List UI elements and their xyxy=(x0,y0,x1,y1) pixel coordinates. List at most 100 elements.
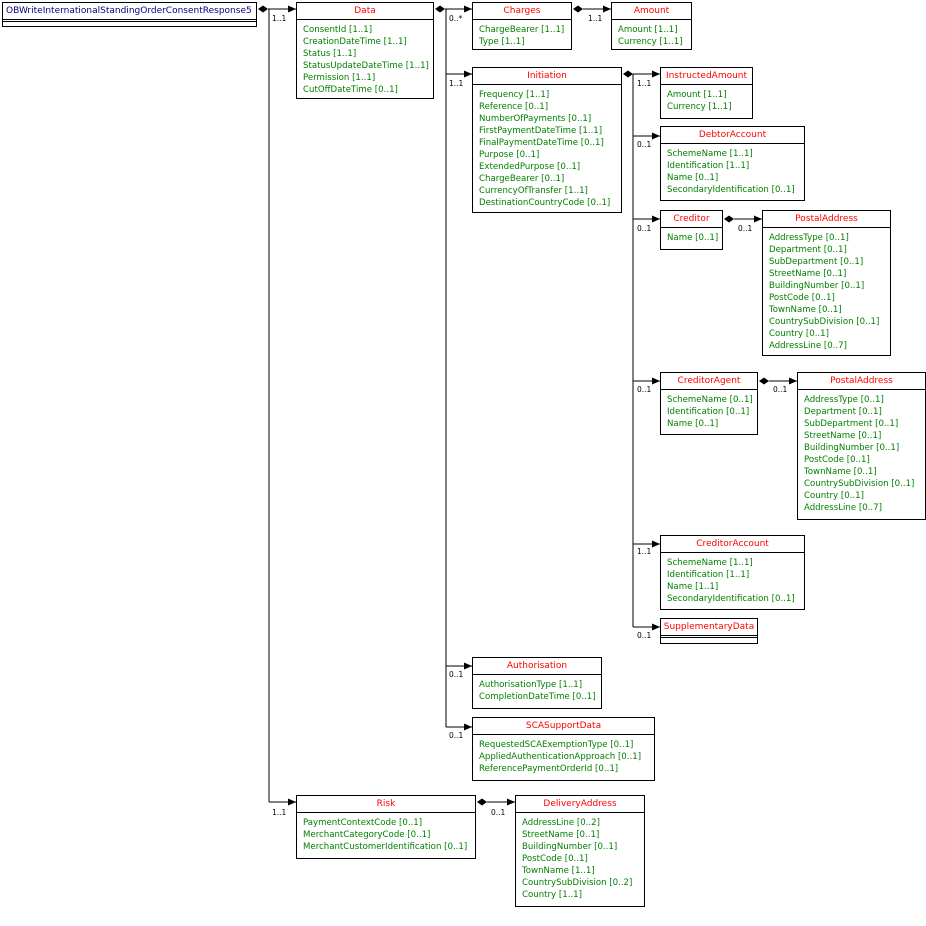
debtor-account-class-title: DebtorAccount xyxy=(661,127,804,144)
initiation-class-box[interactable]: Initiation Frequency [1..1] Reference [0… xyxy=(472,67,622,213)
risk-class-box[interactable]: Risk PaymentContextCode [0..1] MerchantC… xyxy=(296,795,476,859)
attribute: CountrySubDivision [0..1] xyxy=(769,317,880,327)
attribute: AddressLine [0..2] xyxy=(522,818,600,828)
attribute: Purpose [0..1] xyxy=(479,150,540,160)
attribute: AuthorisationType [1..1] xyxy=(479,680,583,690)
attribute: MerchantCustomerIdentification [0..1] xyxy=(303,842,468,852)
attribute: Type [1..1] xyxy=(479,37,525,47)
creditor-postal-address-class-box[interactable]: PostalAddress AddressType [0..1] Departm… xyxy=(762,210,891,356)
agent-postal-address-class-box[interactable]: PostalAddress AddressType [0..1] Departm… xyxy=(797,372,926,520)
data-class-box[interactable]: Data ConsentId [1..1] CreationDateTime [… xyxy=(296,2,434,99)
attribute: CountrySubDivision [0..2] xyxy=(522,878,633,888)
multiplicity-label: 1..1 xyxy=(449,79,464,88)
arrowhead xyxy=(652,377,660,385)
risk-class-title: Risk xyxy=(297,796,475,813)
creditor-account-class-box[interactable]: CreditorAccount SchemeName [1..1] Identi… xyxy=(660,535,805,610)
attribute: RequestedSCAExemptionType [0..1] xyxy=(479,740,634,750)
debtor-account-class-box[interactable]: DebtorAccount SchemeName [1..1] Identifi… xyxy=(660,126,805,201)
attribute: StreetName [0..1] xyxy=(522,830,600,840)
attribute: Identification [0..1] xyxy=(667,407,750,417)
creditor-agent-class-box[interactable]: CreditorAgent SchemeName [0..1] Identifi… xyxy=(660,372,758,435)
multiplicity-label: 1..1 xyxy=(272,808,287,817)
multiplicity-label: 0..1 xyxy=(773,385,788,394)
composition-diamond xyxy=(724,215,734,223)
attribute: Amount [1..1] xyxy=(667,90,727,100)
delivery-address-class-title: DeliveryAddress xyxy=(516,796,644,813)
attribute: SchemeName [0..1] xyxy=(667,395,753,405)
arrowhead xyxy=(603,5,611,13)
attribute: AddressType [0..1] xyxy=(804,395,884,405)
attribute: FinalPaymentDateTime [0..1] xyxy=(479,138,604,148)
attribute: AppliedAuthenticationApproach [0..1] xyxy=(479,752,642,762)
attribute: ChargeBearer [1..1] xyxy=(479,25,565,35)
creditor-agent-class-title: CreditorAgent xyxy=(661,373,757,390)
attribute: CutOffDateTime [0..1] xyxy=(303,85,398,95)
attribute: PostCode [0..1] xyxy=(769,293,835,303)
multiplicity-label: 1..1 xyxy=(637,79,652,88)
initiation-class-title: Initiation xyxy=(473,68,621,85)
attribute: DestinationCountryCode [0..1] xyxy=(479,198,611,208)
attribute: PaymentContextCode [0..1] xyxy=(303,818,423,828)
creditor-class-box[interactable]: Creditor Name [0..1] xyxy=(660,210,723,250)
attribute: Country [0..1] xyxy=(769,329,829,339)
arrowhead xyxy=(464,723,472,731)
attribute: Currency [1..1] xyxy=(618,37,683,47)
sca-support-data-class-title: SCASupportData xyxy=(473,718,654,735)
attribute: StatusUpdateDateTime [1..1] xyxy=(303,61,429,71)
multiplicity-label: 0..1 xyxy=(637,385,652,394)
authorisation-class-box[interactable]: Authorisation AuthorisationType [1..1] C… xyxy=(472,657,602,709)
attribute: CompletionDateTime [0..1] xyxy=(479,692,596,702)
attribute: Frequency [1..1] xyxy=(479,90,550,100)
amount-class-box[interactable]: Amount Amount [1..1] Currency [1..1] xyxy=(611,2,692,50)
authorisation-class-title: Authorisation xyxy=(473,658,601,675)
attribute: TownName [0..1] xyxy=(804,467,877,477)
attribute: SubDepartment [0..1] xyxy=(804,419,899,429)
arrowhead xyxy=(652,215,660,223)
supplementary-data-class-box[interactable]: SupplementaryData xyxy=(660,618,758,644)
multiplicity-label: 0..1 xyxy=(637,631,652,640)
attribute: Department [0..1] xyxy=(769,245,847,255)
attribute: NumberOfPayments [0..1] xyxy=(479,114,592,124)
attribute: Amount [1..1] xyxy=(618,25,678,35)
attribute: Reference [0..1] xyxy=(479,102,549,112)
attribute: Name [0..1] xyxy=(667,173,719,183)
attribute: AddressLine [0..7] xyxy=(804,503,882,513)
arrowhead xyxy=(652,540,660,548)
multiplicity-label: 0..1 xyxy=(637,224,652,233)
attribute: Permission [1..1] xyxy=(303,73,376,83)
attribute: ChargeBearer [0..1] xyxy=(479,174,565,184)
arrowhead xyxy=(789,377,797,385)
attribute: BuildingNumber [0..1] xyxy=(522,842,618,852)
charges-class-box[interactable]: Charges ChargeBearer [1..1] Type [1..1] xyxy=(472,2,572,50)
multiplicity-label: 0..* xyxy=(449,14,463,23)
attribute: MerchantCategoryCode [0..1] xyxy=(303,830,431,840)
attribute: CountrySubDivision [0..1] xyxy=(804,479,915,489)
multiplicity-label: 0..1 xyxy=(738,224,753,233)
multiplicity-label: 1..1 xyxy=(272,14,287,23)
attribute: CreationDateTime [1..1] xyxy=(303,37,407,47)
arrowhead xyxy=(464,70,472,78)
root-class-box[interactable]: OBWriteInternationalStandingOrderConsent… xyxy=(2,2,257,27)
attribute: Department [0..1] xyxy=(804,407,882,417)
data-class-title: Data xyxy=(297,3,433,20)
amount-class-title: Amount xyxy=(612,3,691,20)
multiplicity-label: 1..1 xyxy=(637,547,652,556)
attribute: Status [1..1] xyxy=(303,49,357,59)
sca-support-data-class-box[interactable]: SCASupportData RequestedSCAExemptionType… xyxy=(472,717,655,781)
instructed-amount-class-box[interactable]: InstructedAmount Amount [1..1] Currency … xyxy=(660,67,753,119)
attribute: Name [0..1] xyxy=(667,233,719,243)
composition-diamond xyxy=(759,377,769,385)
creditor-account-class-title: CreditorAccount xyxy=(661,536,804,553)
attribute: BuildingNumber [0..1] xyxy=(804,443,900,453)
arrowhead xyxy=(288,5,296,13)
attribute: AddressType [0..1] xyxy=(769,233,849,243)
multiplicity-label: 1..1 xyxy=(588,14,603,23)
attribute: StreetName [0..1] xyxy=(769,269,847,279)
arrowhead xyxy=(754,215,762,223)
charges-class-title: Charges xyxy=(473,3,571,20)
delivery-address-class-box[interactable]: DeliveryAddress AddressLine [0..2] Stree… xyxy=(515,795,645,907)
composition-diamond xyxy=(623,70,633,78)
attribute: TownName [1..1] xyxy=(522,866,595,876)
